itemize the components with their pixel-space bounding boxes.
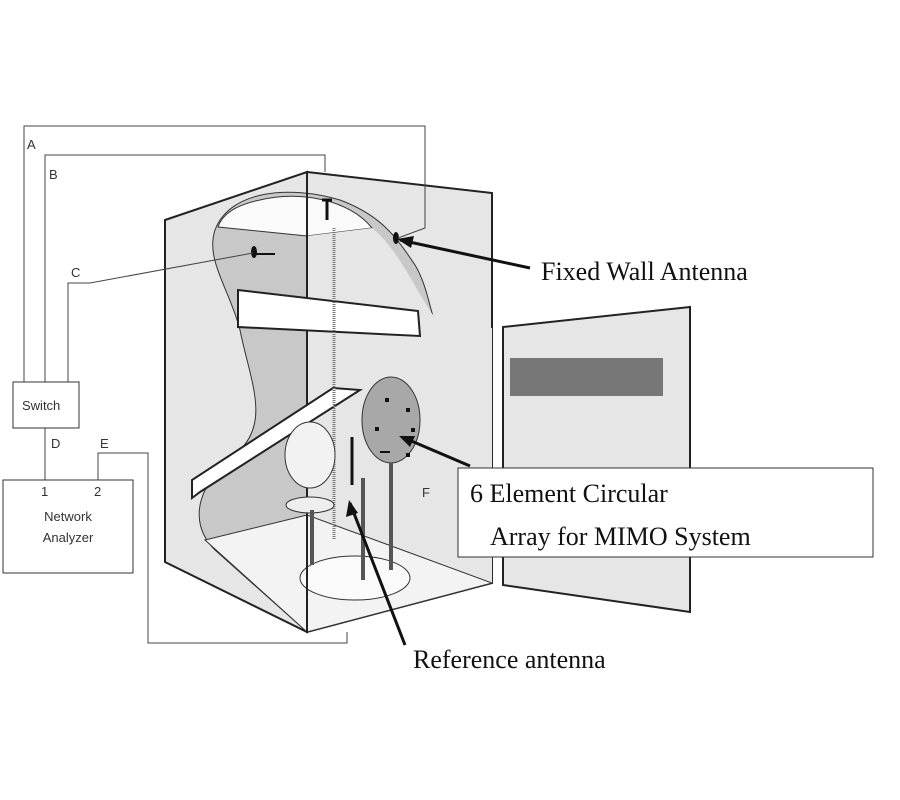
array-label-line1: 6 Element Circular bbox=[470, 479, 668, 508]
wire-label-b: B bbox=[49, 167, 58, 182]
cables bbox=[23, 125, 426, 644]
wire-label-f: F bbox=[422, 485, 430, 500]
door-vent bbox=[510, 358, 663, 396]
analyzer-port-1: 1 bbox=[41, 484, 48, 499]
array-label-line2: Array for MIMO System bbox=[490, 522, 751, 551]
upper-shelf bbox=[237, 288, 422, 338]
switch-label: Switch bbox=[22, 398, 60, 413]
circular-array bbox=[361, 376, 421, 464]
chamber-top-inner bbox=[217, 195, 373, 237]
analyzer-label-2: Analyzer bbox=[43, 530, 94, 545]
fixed-wall-antenna-label: Fixed Wall Antenna bbox=[541, 257, 748, 286]
switch-box bbox=[12, 381, 80, 429]
head-phantom bbox=[284, 421, 336, 489]
wire-label-d: D bbox=[51, 436, 60, 451]
array-elements bbox=[375, 398, 415, 457]
lower-shelf bbox=[191, 386, 364, 500]
analyzer-label-1: Network bbox=[44, 509, 92, 524]
chamber-door bbox=[502, 305, 691, 614]
wire-label-e: E bbox=[100, 436, 109, 451]
wire-label-a: A bbox=[27, 137, 36, 152]
wire-label-c: C bbox=[71, 265, 80, 280]
array-callout-box bbox=[457, 467, 874, 558]
turntable bbox=[299, 555, 411, 601]
reference-antenna-label: Reference antenna bbox=[413, 645, 606, 674]
network-analyzer-box bbox=[2, 479, 134, 574]
analyzer-port-2: 2 bbox=[94, 484, 101, 499]
